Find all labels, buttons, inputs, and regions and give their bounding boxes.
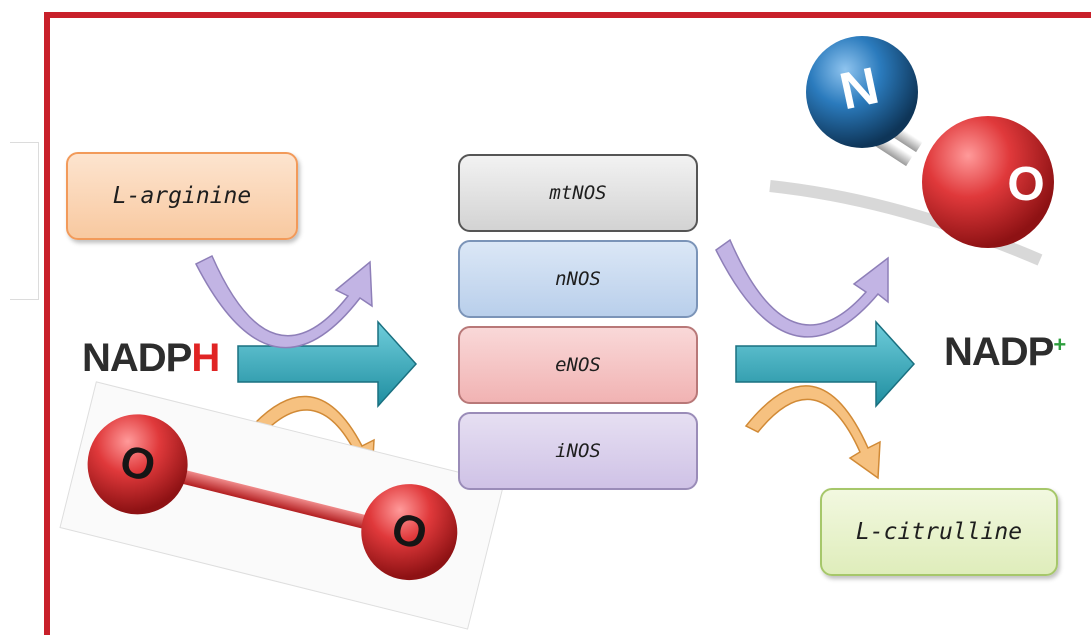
nadph-label: NADPH — [82, 336, 220, 381]
enzyme-box-nnos: nNOS — [458, 240, 698, 318]
product-box: L-citrulline — [820, 488, 1058, 576]
nadph-suffix: H — [191, 336, 220, 380]
oxygen-atom-1 — [87, 414, 188, 515]
enzyme-label-inos: iNOS — [555, 440, 601, 462]
frame-border-left — [44, 12, 50, 635]
substrate-box: L-arginine — [66, 152, 298, 240]
main-arrow-right — [735, 320, 916, 408]
orange-curve-right — [744, 385, 881, 480]
oxygen-atom-2 — [361, 484, 458, 581]
no-oxygen-label: O — [1007, 158, 1044, 211]
frame-border-top — [44, 12, 1091, 18]
o2-molecule-card: O O — [59, 381, 505, 630]
nadp-base: NADP — [944, 330, 1054, 374]
enzyme-label-mtnos: mtNOS — [549, 182, 607, 204]
no-molecule: N O — [769, 36, 1054, 266]
nadp-plus-label: NADP+ — [944, 330, 1066, 375]
substrate-label: L-arginine — [112, 183, 252, 209]
o2-bond — [133, 459, 396, 535]
enzyme-label-nnos: nNOS — [555, 268, 601, 290]
nitrogen-atom — [806, 36, 918, 148]
main-arrow-left — [237, 320, 418, 408]
enzyme-box-inos: iNOS — [458, 412, 698, 490]
purple-curve-right — [715, 238, 889, 338]
nadph-prefix: NADP — [82, 336, 192, 380]
enzyme-box-mtnos: mtNOS — [458, 154, 698, 232]
nadp-charge: + — [1053, 332, 1066, 357]
enzyme-box-enos: eNOS — [458, 326, 698, 404]
enzyme-label-enos: eNOS — [555, 354, 601, 376]
product-label: L-citrulline — [855, 519, 1023, 545]
purple-curve-left — [194, 254, 373, 349]
side-tab — [10, 142, 39, 300]
no-oxygen-atom — [922, 116, 1054, 248]
